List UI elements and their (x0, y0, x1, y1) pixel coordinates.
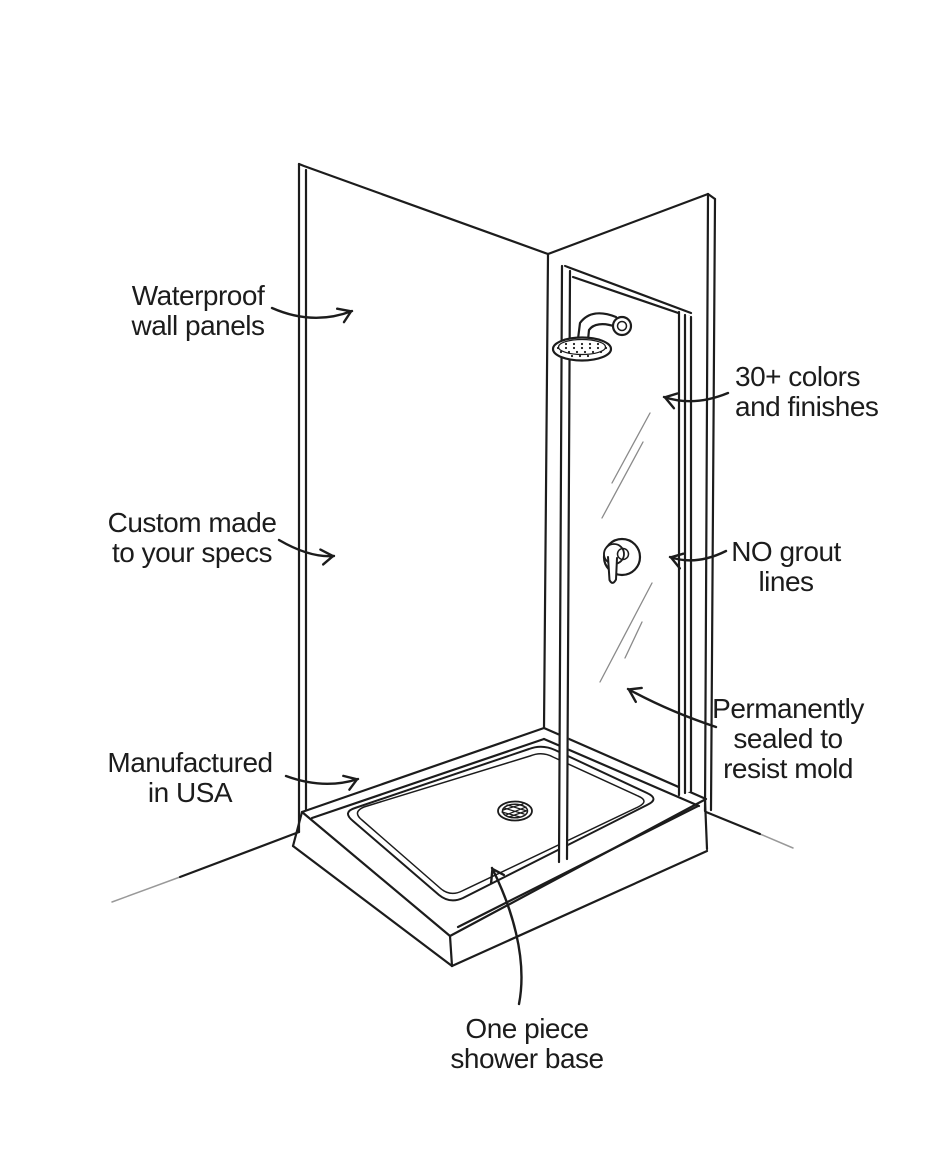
label-custom-made: Custom made to your specs (107, 507, 277, 568)
arrow-waterproof (270, 306, 354, 324)
label-permanently-sealed: Permanently sealed to resist mold (712, 693, 864, 784)
shower-head-spray-dots (556, 342, 608, 358)
label-no-grout-lines: NO grout lines (731, 536, 841, 597)
label-one-piece-shower-base: One piece shower base (450, 1013, 604, 1074)
arrow-one-piece-base (489, 866, 523, 1006)
label-colors-and-finishes: 30+ colors and finishes (735, 361, 879, 422)
drain-drawing (497, 800, 533, 822)
label-manufactured-in-usa: Manufactured in USA (107, 747, 273, 808)
shower-head-drawing (551, 312, 633, 362)
left-wall-panel (297, 162, 550, 834)
annotation-arrows (270, 306, 730, 1006)
arrow-colors-finishes (662, 391, 730, 410)
label-waterproof-wall-panels: Waterproof wall panels (131, 280, 265, 341)
arrow-custom-made (277, 538, 336, 566)
shower-valve-drawing (602, 537, 642, 584)
arrow-sealed (626, 686, 718, 729)
right-wall-panel (546, 192, 717, 813)
arrow-no-grout (668, 549, 728, 570)
floor-lines (111, 810, 794, 903)
shower-base-drawing (291, 726, 709, 968)
arrow-manufactured (284, 774, 360, 791)
glass-reflection-lines (599, 412, 653, 683)
